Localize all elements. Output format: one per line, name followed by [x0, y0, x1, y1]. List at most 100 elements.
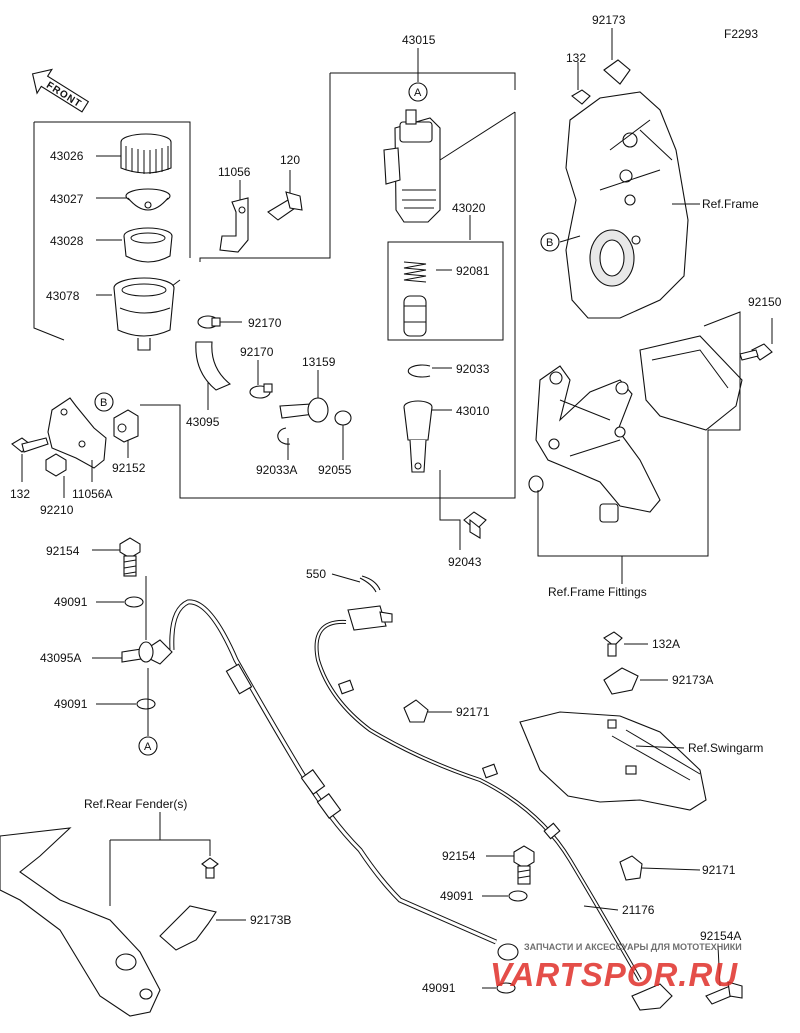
clamp-92171-left	[403, 699, 429, 723]
push-rod-43010	[403, 400, 433, 473]
front-arrow-icon: FRONT	[31, 68, 90, 113]
clamp-92170-b	[249, 383, 273, 399]
part-550: 550	[306, 567, 326, 581]
part-92173B: 92173B	[250, 913, 291, 927]
leaders-left-bracket	[21, 440, 129, 498]
master-cylinder	[383, 109, 441, 223]
pin-92043	[463, 511, 487, 539]
leaders-frame	[559, 28, 700, 243]
callout-b-left: B	[94, 392, 114, 412]
svg-text:B: B	[100, 397, 107, 409]
part-92081: 92081	[456, 264, 490, 278]
clamp-92170-a	[197, 315, 221, 329]
watermark: ЗАПЧАСТИ И АКСЕССУАРЫ ДЛЯ МОТОТЕХНИКИ VA…	[490, 942, 742, 993]
washer-49091-b	[136, 698, 156, 710]
part-92170-b: 92170	[240, 345, 274, 359]
part-43095: 43095	[186, 415, 220, 429]
part-92171-left: 92171	[456, 705, 490, 719]
bolt-132-top	[571, 89, 591, 105]
bolt-132A	[603, 631, 623, 657]
part-49091-c: 49091	[440, 889, 474, 903]
part-43027: 43027	[50, 192, 84, 206]
swingarm	[519, 711, 707, 811]
figure-code: F2293	[724, 27, 758, 41]
part-92210: 92210	[40, 503, 74, 517]
svg-text:A: A	[414, 87, 422, 99]
reference-labels: Ref.Frame Ref.Frame Fittings Ref.Swingar…	[84, 197, 763, 811]
part-13159: 13159	[302, 355, 336, 369]
leaders-left-hose	[92, 549, 149, 736]
part-21176: 21176	[622, 903, 655, 917]
part-43028: 43028	[50, 234, 84, 248]
svg-text:B: B	[546, 237, 553, 249]
spring-92081	[403, 261, 427, 283]
collar	[599, 503, 619, 523]
clip-92173A	[603, 667, 639, 695]
damper-92152	[113, 409, 139, 443]
heel-guard-plate	[639, 335, 743, 431]
bolt-rear-fender	[201, 857, 219, 879]
part-132A: 132A	[652, 637, 680, 651]
washer-frame-fittings	[528, 475, 544, 493]
circlip-92033	[407, 364, 431, 378]
cotter-pin-550	[359, 575, 381, 593]
part-labels: 43015 43026 43027 43028 43078 11056 120 …	[10, 13, 782, 995]
part-43010: 43010	[456, 404, 490, 418]
part-43095A: 43095A	[40, 651, 81, 665]
part-92152: 92152	[112, 461, 146, 475]
callout-a-bottom: A	[138, 736, 158, 756]
hose-sleeve-3	[316, 793, 342, 819]
part-132-top: 132	[566, 51, 586, 65]
piston	[403, 295, 427, 337]
part-92150: 92150	[748, 295, 782, 309]
part-43020: 43020	[452, 201, 486, 215]
svg-text:A: A	[144, 741, 152, 753]
part-92154-center: 92154	[442, 849, 476, 863]
bracket-11056	[219, 197, 249, 253]
ref-rear-fender: Ref.Rear Fender(s)	[84, 797, 187, 811]
part-120: 120	[280, 153, 300, 167]
bolt-92150	[739, 343, 773, 361]
part-43015: 43015	[402, 33, 436, 47]
rear-fender	[0, 827, 161, 1017]
circlip-92033A	[277, 427, 291, 445]
leaders-top	[96, 48, 471, 550]
switch-connector	[347, 605, 393, 631]
bolt-132-left	[11, 437, 49, 453]
callout-a-top: A	[408, 82, 428, 102]
part-92173: 92173	[592, 13, 626, 27]
part-132-left: 132	[10, 487, 30, 501]
part-11056: 11056	[218, 165, 251, 179]
clip-92173	[603, 59, 631, 85]
fitting-13159	[279, 397, 329, 423]
part-49091-b: 49091	[54, 697, 88, 711]
rear-fender-bracket	[109, 812, 211, 906]
part-43026: 43026	[50, 149, 84, 163]
part-92043: 92043	[448, 555, 482, 569]
banjo-fitting-43095A	[121, 639, 173, 665]
ref-frame-fittings: Ref.Frame Fittings	[548, 585, 647, 599]
part-92171-right: 92171	[702, 863, 736, 877]
ref-swingarm: Ref.Swingarm	[688, 741, 763, 755]
part-92154A: 92154A	[700, 929, 741, 943]
hose-clip-c1	[337, 679, 355, 695]
bolt-92154A	[705, 981, 743, 1005]
part-92033: 92033	[456, 362, 490, 376]
hose-clip-c3	[543, 822, 561, 840]
hose-21176-inner	[315, 620, 641, 981]
o-ring-92055	[334, 410, 352, 426]
watermark-caption: ЗАПЧАСТИ И АКСЕССУАРЫ ДЛЯ МОТОТЕХНИКИ	[524, 942, 742, 952]
footrest-bracket	[535, 365, 661, 513]
diaphragm	[123, 227, 173, 263]
callout-b-frame: B	[540, 232, 560, 252]
nut-92210	[45, 453, 67, 477]
kit-box-43020	[387, 241, 504, 341]
bolt-120	[267, 191, 303, 221]
reservoir-tank	[113, 277, 175, 351]
hose-long-inner	[170, 600, 497, 944]
bracket-11056A	[47, 397, 107, 469]
part-92173A: 92173A	[672, 673, 713, 687]
washer-49091-a	[124, 596, 144, 608]
banjo-center	[497, 943, 519, 961]
